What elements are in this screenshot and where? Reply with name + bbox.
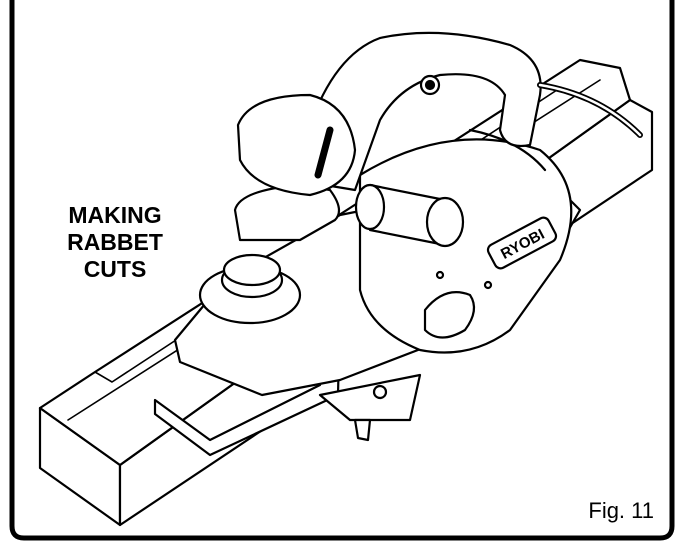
planer-body bbox=[173, 31, 643, 397]
heading-line-3: CUTS bbox=[83, 256, 147, 282]
heading-line-2: RABBET bbox=[67, 229, 163, 255]
depth-adjustment-knob bbox=[198, 253, 302, 325]
dust-chute bbox=[354, 183, 465, 248]
rabbet-cuts-heading: MAKING RABBET CUTS bbox=[40, 202, 190, 283]
figure-label: Fig. 11 bbox=[588, 498, 654, 523]
heading-line-1: MAKING bbox=[68, 202, 162, 228]
front-grip bbox=[236, 93, 357, 197]
figure-frame bbox=[9, 0, 675, 541]
